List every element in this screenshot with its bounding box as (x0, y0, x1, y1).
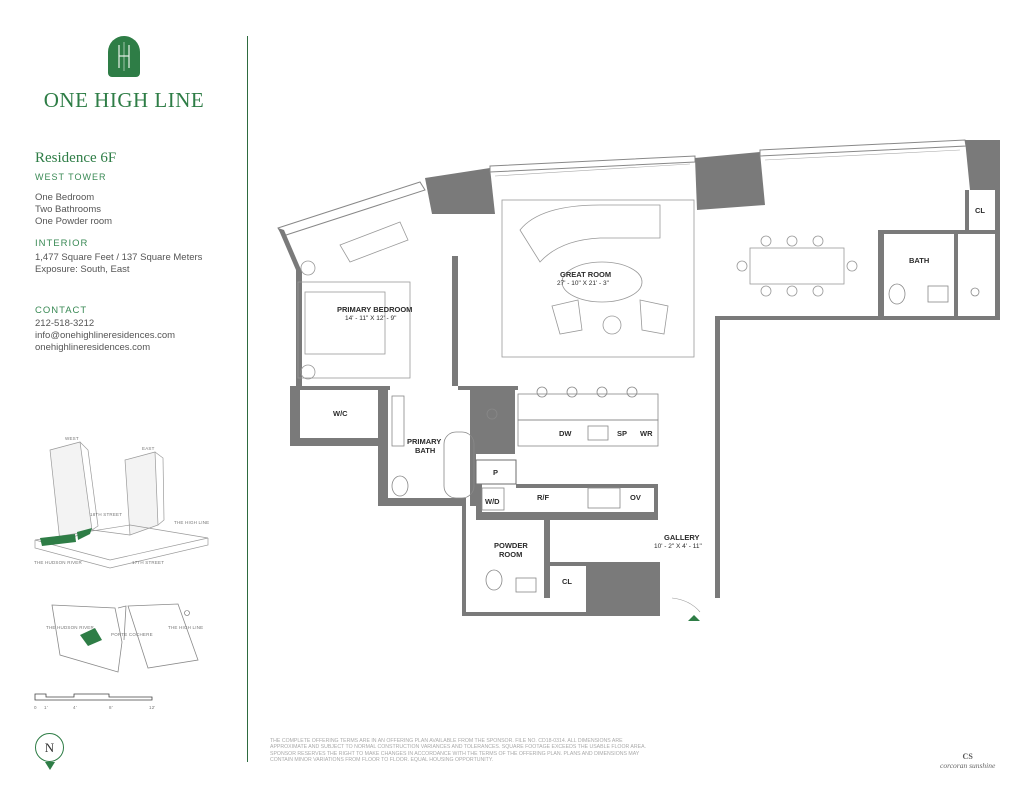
brand-name: ONE HIGH LINE (43, 88, 205, 112)
residence-title: Residence 6F (35, 150, 117, 166)
logo-badge (108, 36, 140, 77)
config-bathrooms: Two Bathrooms (35, 204, 101, 215)
contact-heading: CONTACT (35, 305, 88, 316)
site-plan (51, 603, 199, 673)
kitchen-fixtures (391, 283, 980, 593)
appliance-dishwasher: DW (559, 429, 572, 438)
contact-email[interactable]: info@onehighlineresidences.com (35, 330, 176, 341)
contact-website[interactable]: onehighlineresidences.com (35, 342, 151, 353)
room-primary-bath-line1: PRIMARY (407, 437, 442, 446)
contact-details: 212-518-3212 info@onehighlineresidences.… (35, 318, 175, 354)
room-primary-bath-line2: BATH (415, 446, 436, 455)
room-washer-dryer: W/D (485, 497, 500, 506)
broker-logo: CS corcoran sunshine (940, 752, 995, 770)
scale-bar (34, 693, 153, 701)
broker-mark: CS (962, 752, 973, 761)
label-west: WEST (65, 436, 79, 441)
sidebar: ONE HIGH LINE Residence 6F WEST TOWER On… (0, 0, 248, 800)
label-porte-cochere: PORTE COCHERE (111, 632, 153, 637)
room-primary-bedroom: PRIMARY BEDROOM (337, 305, 413, 314)
label-18th-street: 18TH STREET (90, 512, 123, 517)
entry-arrow-icon (688, 615, 700, 621)
room-gallery-dim: 10' - 2" X 4' - 11" (654, 543, 702, 550)
appliance-wine-refrigerator: WR (640, 429, 653, 438)
label-17th-street: 17TH STREET (132, 560, 165, 565)
appliance-oven: OV (630, 493, 641, 502)
scale-tick-4: 4' (73, 705, 77, 710)
building-axonometric (34, 441, 209, 569)
room-great-room: GREAT ROOM (560, 270, 612, 279)
room-powder-line2: ROOM (499, 550, 523, 559)
label-hudson-river: THE HUDSON RIVER (34, 560, 82, 565)
scale-tick-12: 12' (149, 705, 156, 710)
floor-plan (277, 139, 1000, 621)
label-hudson-site: THE HUDSON RIVER (46, 625, 94, 630)
interior-walls (290, 190, 1000, 598)
room-great-room-dim: 27' - 10" X 21' - 3" (557, 280, 609, 287)
room-powder-line1: POWDER (494, 541, 528, 550)
north-compass: N (35, 733, 64, 762)
room-bath: BATH (909, 256, 930, 265)
label-east: EAST (142, 446, 155, 451)
unit-config: One Bedroom Two Bathrooms One Powder roo… (35, 192, 112, 228)
sidebar-divider (247, 36, 248, 762)
bedroom-furniture (297, 221, 411, 380)
appliance-refrigerator: R/F (537, 493, 550, 502)
great-room-furniture (501, 199, 858, 358)
room-closet-east: CL (975, 206, 985, 215)
broker-name: corcoran sunshine (940, 761, 996, 770)
interior-details: 1,477 Square Feet / 137 Square Meters Ex… (35, 252, 202, 276)
appliance-sink-prep: SP (617, 429, 628, 438)
room-closet-gallery: CL (562, 577, 572, 586)
label-high-line-axon: THE HIGH LINE (174, 520, 210, 525)
legal-disclaimer: The complete offering terms are in an of… (270, 738, 646, 763)
room-pantry: P (493, 468, 499, 477)
compass-pointer-icon (45, 762, 55, 770)
scale-tick-1: 1' (44, 705, 48, 710)
entry-door-swing (671, 597, 701, 613)
room-wic: W/C (333, 409, 348, 418)
room-gallery: GALLERY (664, 533, 700, 542)
exterior-walls (277, 139, 1000, 616)
interior-heading: INTERIOR (35, 238, 89, 249)
interior-exposure: Exposure: South, East (35, 264, 130, 275)
interior-area: 1,477 Square Feet / 137 Square Meters (35, 252, 203, 263)
tower-name: WEST TOWER (35, 172, 107, 182)
scale-tick-0: 0 (34, 705, 37, 710)
scale-tick-8: 8' (109, 705, 113, 710)
monogram-icon (118, 42, 130, 71)
label-high-line-site: THE HIGH LINE (168, 625, 204, 630)
config-powder: One Powder room (35, 216, 113, 227)
config-bedrooms: One Bedroom (35, 192, 95, 203)
contact-phone[interactable]: 212-518-3212 (35, 318, 95, 329)
room-primary-bedroom-dim: 14' - 11" X 12' - 9" (345, 315, 397, 322)
